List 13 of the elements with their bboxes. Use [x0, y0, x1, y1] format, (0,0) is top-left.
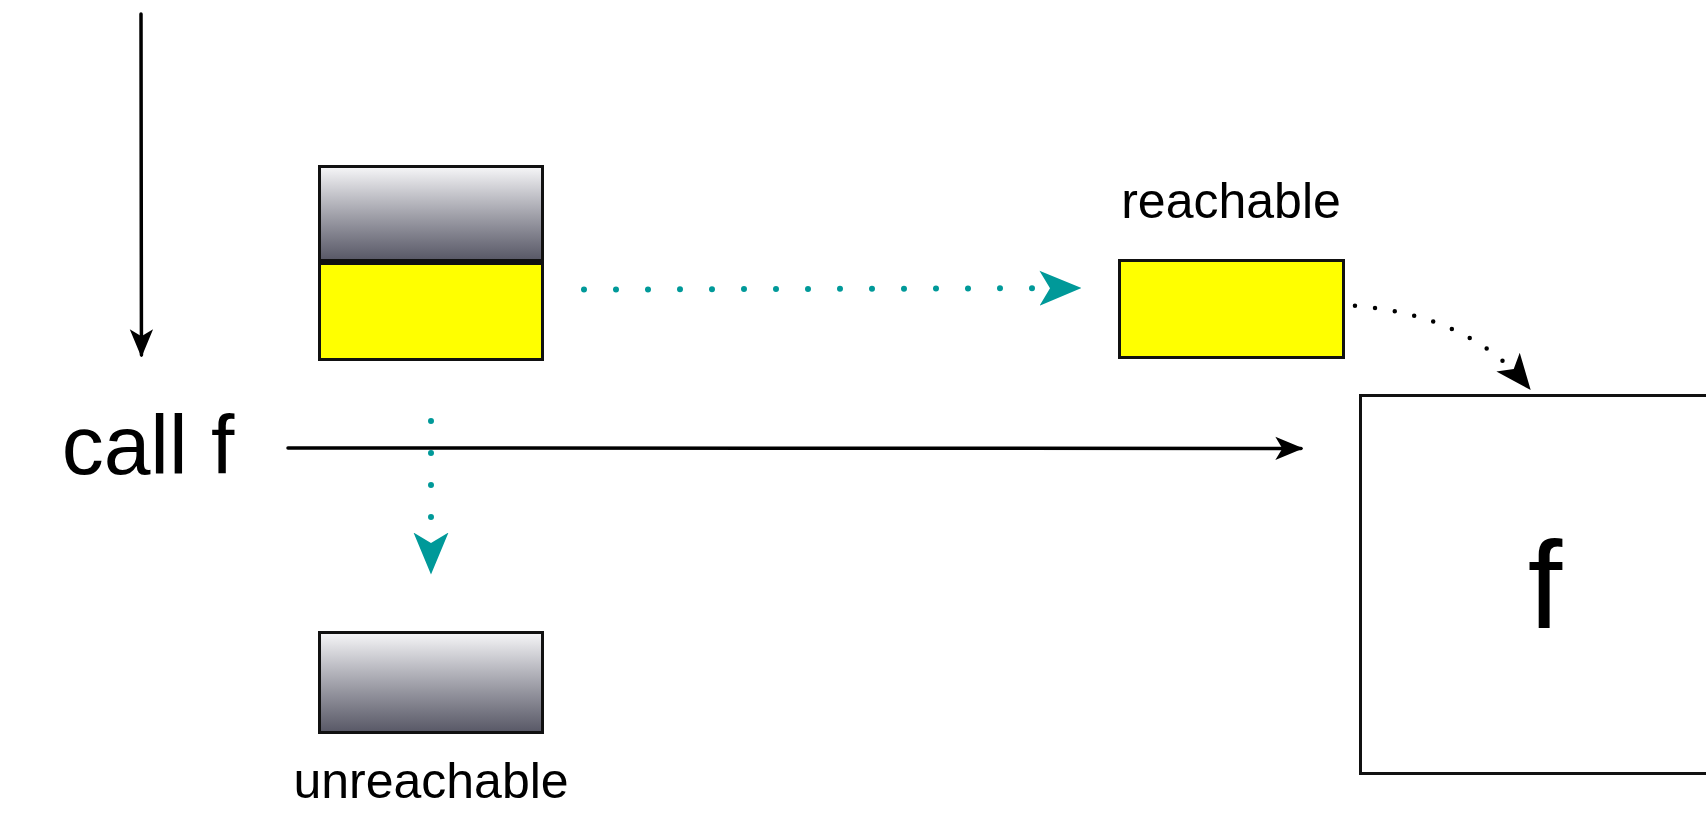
stack-frame-box: [318, 631, 544, 734]
arrow: [286, 436, 1304, 461]
box-label: reachable: [1121, 176, 1341, 226]
call-label: call f: [18, 395, 278, 495]
stack-frame-box: [318, 262, 544, 361]
stack-frame-box: [1118, 259, 1345, 359]
arrow: [1352, 303, 1532, 391]
function-box: f: [1359, 394, 1706, 775]
arrow: [129, 12, 154, 358]
arrow: [413, 418, 449, 575]
box-label: unreachable: [293, 756, 569, 806]
stack-frame-box: [318, 165, 544, 262]
arrow: [581, 270, 1082, 306]
